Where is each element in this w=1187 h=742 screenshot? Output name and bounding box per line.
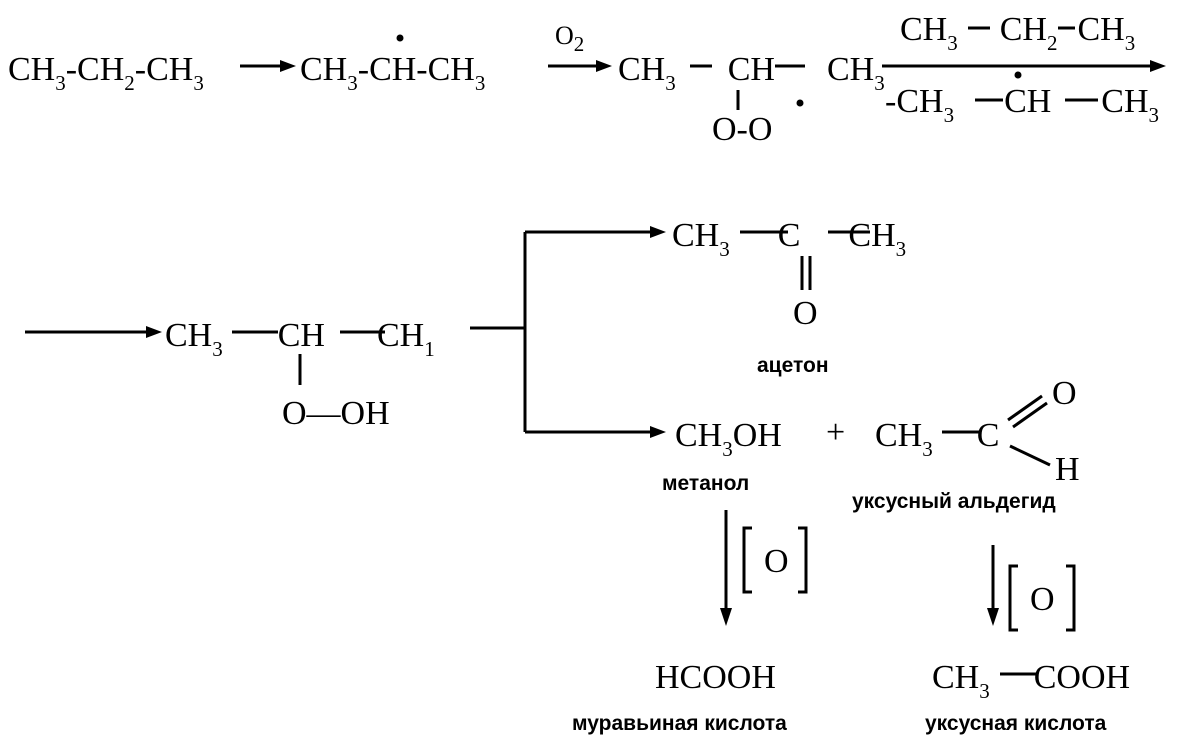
aldehyde-double-bond-a xyxy=(1007,394,1043,422)
acetaldehyde-name: уксусный альдегид xyxy=(852,490,1056,513)
methanol-name: метанол xyxy=(662,472,749,495)
branch-lines xyxy=(470,230,650,434)
acetic-acid-name: уксусная кислота xyxy=(925,712,1107,735)
methanol-formula: CH3OH xyxy=(675,417,782,461)
aldehyde-bond-h xyxy=(1009,444,1051,467)
aldehyde-hydrogen: H xyxy=(1055,451,1080,488)
arrow-1-head xyxy=(280,60,296,72)
formic-acid-formula: HCOOH xyxy=(655,659,776,696)
hydroperoxy-group: O—OH xyxy=(282,395,390,432)
byproduct-radical-dot xyxy=(1014,71,1022,79)
aldehyde-oxygen: O xyxy=(1052,375,1077,412)
bracket-left-2 xyxy=(1008,564,1018,632)
peroxy-group: O-O xyxy=(712,111,772,148)
branch-arrow-bottom-head xyxy=(650,426,666,438)
propyl-radical-formula: CH3-CH-CH3 xyxy=(300,51,485,95)
formic-acid-name: муравьиная кислота xyxy=(572,712,787,735)
oxygen-reagent: O2 xyxy=(555,21,584,56)
plus-sign: + xyxy=(826,414,845,451)
bracket-right-1 xyxy=(798,526,808,594)
bracket-right-2 xyxy=(1066,564,1076,632)
radical-dot xyxy=(396,34,404,42)
arrow-4-head xyxy=(146,326,162,338)
oxidant-1: O xyxy=(764,543,789,580)
oxidation-arrow-1-head xyxy=(720,608,732,626)
oxidant-2: O xyxy=(1030,581,1055,618)
oxidation-arrow-2-head xyxy=(987,608,999,626)
acetone-oxygen: O xyxy=(793,295,818,332)
arrow-3-head xyxy=(1150,60,1166,72)
peroxy-radical-dot xyxy=(796,99,804,107)
bracket-left-1 xyxy=(742,526,752,594)
branch-arrow-top-head xyxy=(650,226,666,238)
aldehyde-double-bond-b xyxy=(1012,401,1048,429)
propane-formula: CH3-CH2-CH3 xyxy=(8,51,204,95)
acetone-name: ацетон xyxy=(757,354,829,377)
arrow-2-head xyxy=(596,60,612,72)
